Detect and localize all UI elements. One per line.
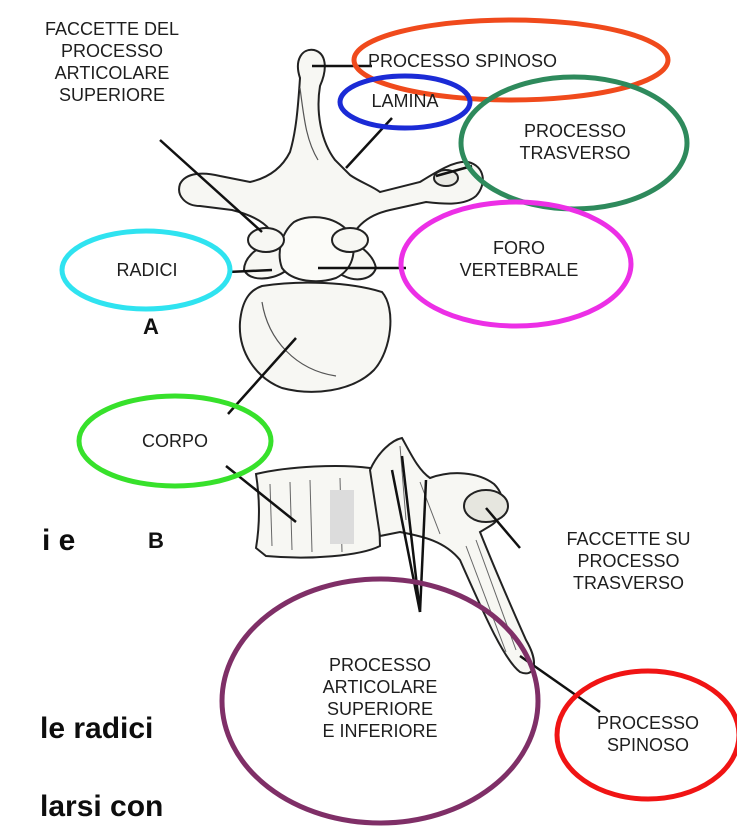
bg-text-line-3: larsi con [40,790,163,827]
figure-label-b: B [148,528,164,554]
pedicle-arch-b [370,438,534,673]
vertebral-body-b [256,466,380,558]
label-foro-vertebrale: FORO VERTEBRALE [404,237,634,281]
label-faccette-processo-superiore: FACCETTE DEL PROCESSO ARTICOLARE SUPERIO… [0,18,224,106]
label-processo-trasverso: PROCESSO TRASVERSO [480,120,670,164]
transverse-facet-b [464,490,508,522]
bg-text-line-2: le radici [40,712,153,746]
label-processo-spinoso-b: PROCESSO SPINOSO [578,712,718,756]
bg-text-line-1: i e [42,524,75,558]
figure-label-a: A [143,314,159,340]
body-highlight-b [330,490,354,544]
label-faccette-su-processo-trasverso: FACCETTE SU PROCESSO TRASVERSO [520,528,737,594]
label-processo-spinoso-a: PROCESSO SPINOSO [368,50,658,72]
label-radici: RADICI [92,259,202,281]
superior-facet-left [248,228,284,252]
label-corpo: CORPO [110,430,240,452]
label-processo-articolare: PROCESSO ARTICOLARE SUPERIORE E INFERIOR… [282,654,478,742]
label-lamina: LAMINA [350,90,460,112]
superior-facet-right [332,228,368,252]
vertebra-side-view [256,438,534,673]
